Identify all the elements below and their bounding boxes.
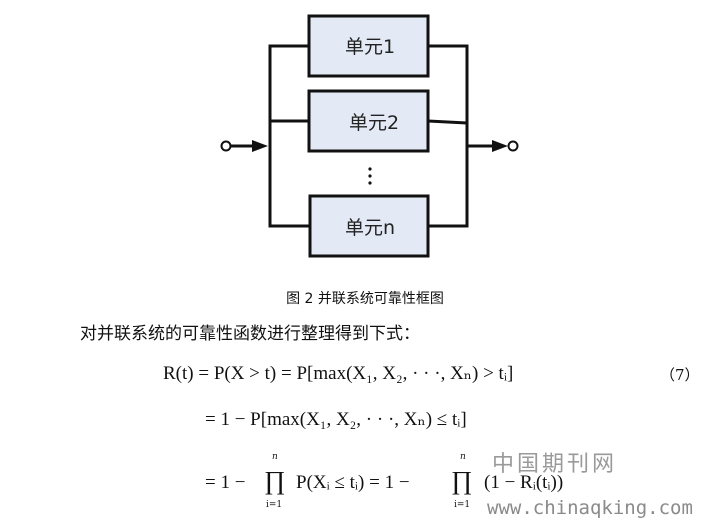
product-symbol: ∏ <box>264 466 286 495</box>
equation-number: （7） <box>660 366 700 384</box>
ellipsis-dots <box>368 167 372 185</box>
equation-line-3-middle: P(Xᵢ ≤ tᵢ) = 1 − <box>296 472 410 493</box>
equation-line-3-end: (1 − Rᵢ(tᵢ)) <box>484 472 564 493</box>
product-symbol-2: ∏ <box>451 466 473 495</box>
equation-line-1: R(t) = P(X > t) = P[max(X₁, X₂, · · ·, X… <box>163 363 514 384</box>
unit-n-label: 单元n <box>345 217 395 239</box>
unit-2-label: 单元2 <box>349 112 399 134</box>
equation-line-2: = 1 − P[max(X₁, X₂, · · ·, Xₙ) ≤ tᵢ] <box>205 409 467 430</box>
unit-1-label: 单元1 <box>345 36 395 58</box>
product-upper-2: n <box>460 452 466 462</box>
input-arrow-icon <box>252 140 268 152</box>
output-arrow-icon <box>492 140 508 152</box>
unit-2-box <box>307 89 430 153</box>
input-terminal <box>220 140 232 152</box>
unit-n-box <box>308 194 430 258</box>
product-lower-2: i=1 <box>454 500 471 510</box>
watermark-name: 中国期刊网 <box>492 452 618 477</box>
product-lower: i=1 <box>266 500 283 510</box>
unit-1-box <box>307 14 430 78</box>
watermark-url: www.chinaqking.com <box>487 497 693 519</box>
product-upper: n <box>272 452 278 462</box>
parallel-system-diagram: 单元1 单元2 单元n <box>220 14 519 258</box>
equation-line-3-start: = 1 − <box>205 472 246 493</box>
intro-text: 对并联系统的可靠性函数进行整理得到下式： <box>80 324 420 344</box>
output-terminal <box>507 140 519 152</box>
figure-caption: 图 2 并联系统可靠性框图 <box>286 291 444 307</box>
